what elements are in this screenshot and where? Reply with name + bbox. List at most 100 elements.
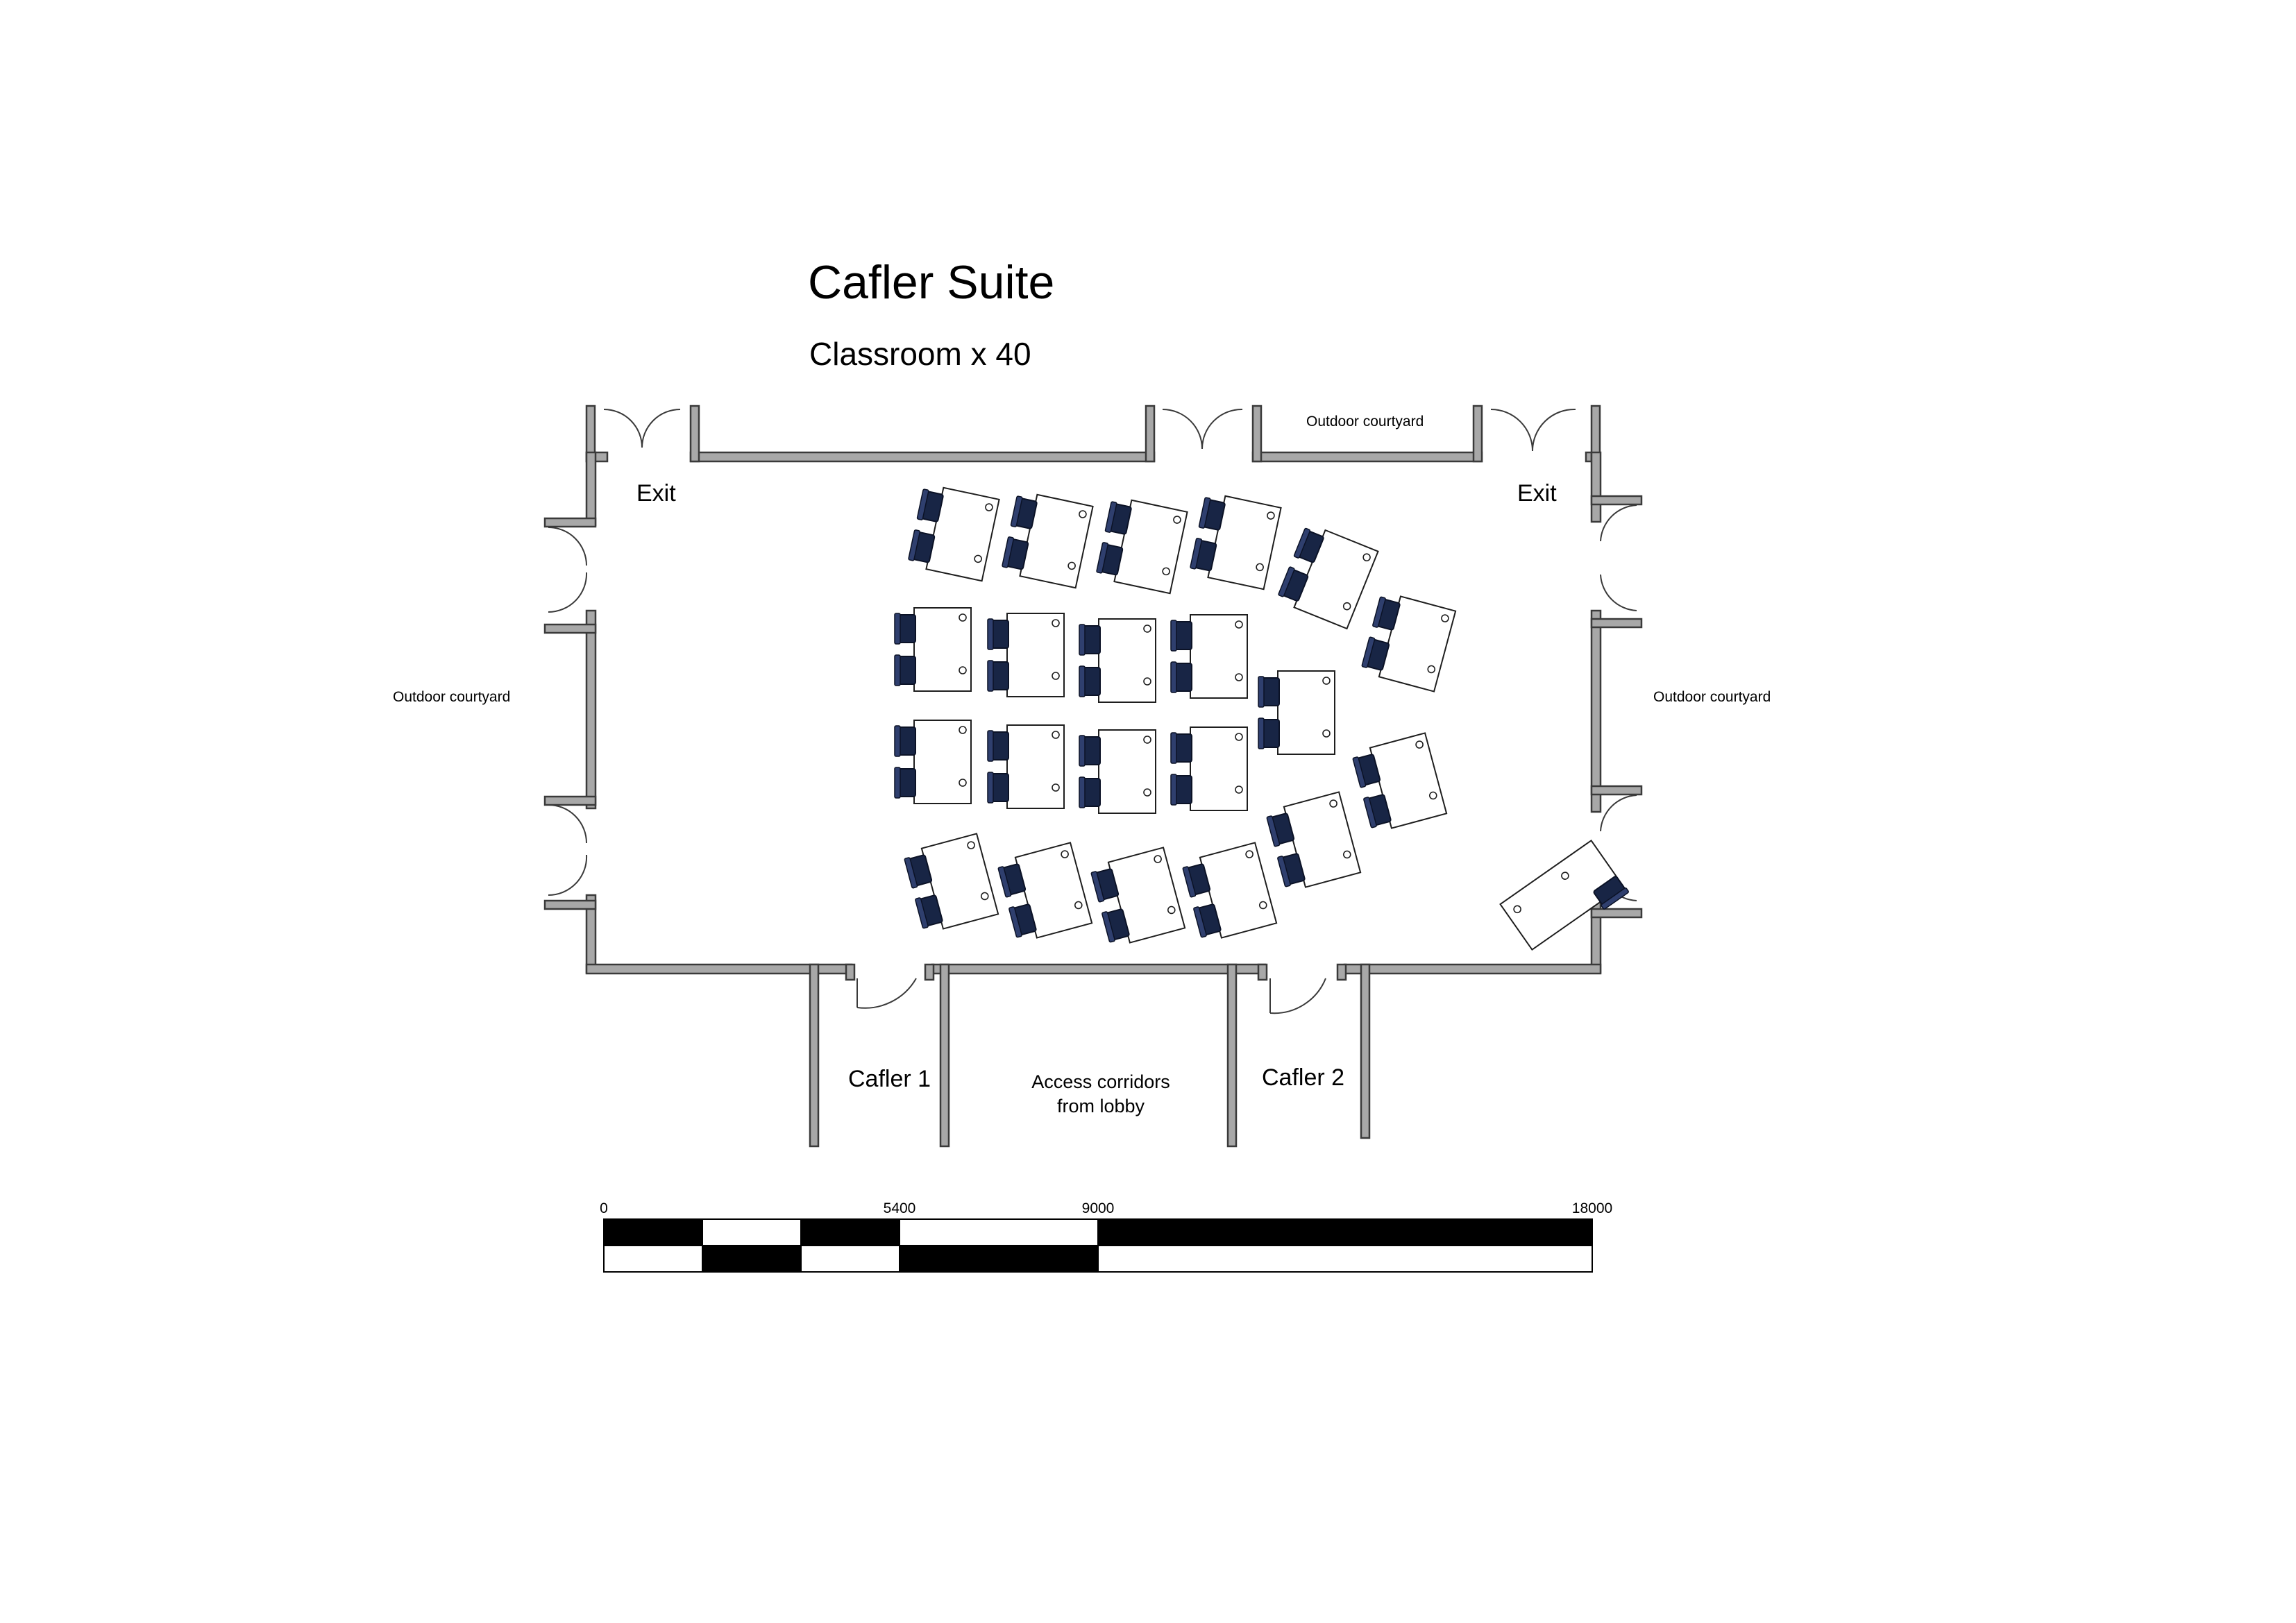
door-cafler2-icon (1269, 978, 1326, 1014)
table-top (920, 833, 999, 930)
exit-left-label: Exit (636, 480, 676, 507)
delegate-table (1190, 495, 1282, 590)
delegate-table (1182, 842, 1278, 939)
door-top-left-icon (603, 409, 681, 448)
cable-port-icon (1143, 624, 1151, 633)
chair-icon (904, 854, 933, 889)
table-top (1014, 842, 1093, 939)
table-top (1369, 732, 1448, 829)
cable-port-icon (1052, 783, 1060, 792)
chair-icon (1101, 908, 1130, 943)
cable-port-icon (1415, 740, 1424, 749)
courtyard-top-label: Outdoor courtyard (1306, 414, 1424, 430)
table-top (1098, 618, 1156, 703)
chair-icon (894, 767, 916, 799)
cable-port-icon (1143, 736, 1151, 744)
corridor-label-line1: Access corridors (1031, 1071, 1170, 1092)
chair-icon (915, 894, 943, 929)
chair-icon (1593, 876, 1629, 910)
chair-icon (1193, 903, 1222, 938)
cafler1-label: Cafler 1 (848, 1066, 931, 1092)
chair-icon (1258, 676, 1280, 708)
delegate-table (904, 833, 999, 930)
cafler2-label: Cafler 2 (1262, 1064, 1344, 1091)
delegate-table (987, 724, 1065, 809)
delegate-table (997, 842, 1093, 939)
chair-icon (1170, 774, 1192, 806)
cable-port-icon (1143, 788, 1151, 797)
chair-icon (1096, 542, 1124, 576)
courtyard-right-label: Outdoor courtyard (1653, 689, 1771, 705)
cable-port-icon (1428, 791, 1437, 800)
chair-icon (1198, 497, 1226, 531)
delegate-table (1278, 527, 1379, 630)
scale-tick-18000: 18000 (1572, 1200, 1612, 1216)
table-top (1378, 595, 1457, 692)
chair-icon (1079, 665, 1101, 697)
cable-port-icon (959, 726, 967, 734)
walls (543, 405, 1643, 1148)
door-cafler1-icon (856, 978, 917, 1009)
cable-port-icon (1167, 906, 1176, 915)
chair-icon (1079, 735, 1101, 767)
cable-port-icon (1162, 567, 1170, 576)
table-top (1199, 842, 1278, 939)
table-top (913, 607, 972, 692)
cable-port-icon (1079, 510, 1087, 518)
cable-port-icon (1256, 563, 1264, 572)
chair-icon (987, 660, 1009, 692)
chair-icon (1079, 624, 1101, 656)
table-top (1006, 613, 1065, 697)
cable-port-icon (1235, 620, 1243, 629)
scale-tick-5400: 5400 (884, 1200, 916, 1216)
delegate-table (1090, 847, 1186, 944)
delegate-table (1170, 614, 1248, 699)
chair-icon (1170, 661, 1192, 693)
door-top-right-icon (1490, 408, 1576, 452)
chair-icon (987, 730, 1009, 762)
door-right-upper-icon (1600, 504, 1637, 611)
corridor-label-line2: from lobby (1057, 1096, 1145, 1116)
chair-icon (1258, 717, 1280, 749)
door-left-lower-icon (548, 804, 588, 897)
cable-port-icon (1322, 677, 1331, 685)
chair-icon (1170, 620, 1192, 652)
chair-icon (987, 618, 1009, 650)
delegate-table (987, 613, 1065, 697)
exit-right-label: Exit (1517, 480, 1557, 507)
courtyard-left-label: Outdoor courtyard (393, 689, 510, 705)
chair-icon (1266, 813, 1295, 847)
delegate-table (1002, 493, 1094, 589)
delegate-table (1170, 726, 1248, 811)
cable-port-icon (1342, 602, 1351, 611)
table-top (1277, 670, 1335, 755)
cable-port-icon (1267, 511, 1275, 520)
delegate-table (1258, 670, 1335, 755)
delegate-table (1361, 595, 1457, 692)
chair-icon (1293, 527, 1324, 563)
seating-layout (894, 486, 1629, 951)
chair-icon (1182, 863, 1211, 898)
chair-icon (1002, 536, 1029, 570)
table-top (1283, 791, 1362, 888)
cable-port-icon (1561, 872, 1569, 880)
chair-icon (997, 863, 1027, 898)
table-top (1006, 724, 1065, 809)
cable-port-icon (1427, 665, 1436, 674)
chair-icon (1008, 903, 1037, 938)
delegate-table (1352, 732, 1448, 829)
delegate-table (908, 486, 1000, 582)
scale-tick-0: 0 (600, 1200, 608, 1216)
chair-icon (1079, 776, 1101, 808)
cable-port-icon (1235, 673, 1243, 681)
cable-port-icon (985, 503, 993, 511)
cable-port-icon (1052, 672, 1060, 680)
chair-icon (894, 613, 916, 645)
chair-icon (1190, 538, 1217, 572)
cable-port-icon (1052, 731, 1060, 739)
cable-port-icon (1329, 799, 1337, 808)
cable-port-icon (1067, 561, 1076, 570)
table-top (1098, 729, 1156, 814)
door-top-middle-icon (1162, 408, 1243, 450)
